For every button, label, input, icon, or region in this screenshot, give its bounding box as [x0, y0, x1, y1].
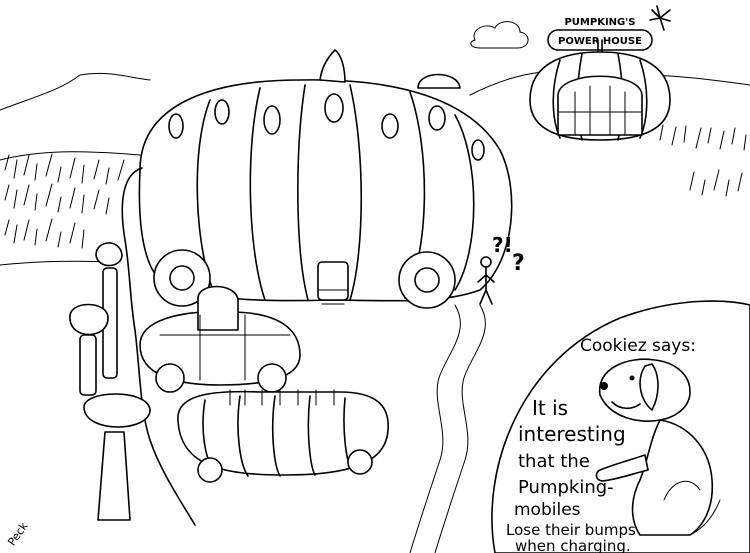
exclaim-right: ? — [512, 251, 525, 276]
quote-line-7: when charging. — [515, 537, 631, 553]
pumpkin-limo — [177, 389, 389, 483]
power-cable — [121, 167, 196, 526]
power-house: PUMPKING'S POWER HOUSE — [470, 5, 671, 141]
speech-bubble: Cookiez says: It is interesting that the… — [491, 300, 750, 553]
pumpkin-charging-station — [138, 49, 513, 309]
sign-line-2: POWER HOUSE — [558, 36, 642, 47]
road-reflection — [409, 304, 486, 553]
quote-line-2: interesting — [518, 422, 626, 446]
speaker-label: Cookiez says: — [580, 336, 696, 356]
dog-icon — [595, 358, 721, 536]
quote-line-6: Lose their bumps — [506, 521, 636, 539]
sign-line-1: PUMPKING'S — [564, 17, 635, 28]
charging-posts — [69, 242, 151, 521]
quote-line-3: that the — [518, 451, 590, 472]
quote-line-5: mobiles — [514, 500, 581, 520]
artist-signature: Peck — [5, 519, 31, 548]
pumpkin-car-charging — [139, 285, 301, 393]
quote-line-4: Pumpking- — [518, 477, 614, 498]
bystander-figure: ?! ? — [477, 233, 525, 305]
quote-line-1: It is — [532, 396, 568, 420]
exclaim-left: ?! — [492, 233, 513, 257]
sun-spark-icon — [649, 5, 671, 31]
